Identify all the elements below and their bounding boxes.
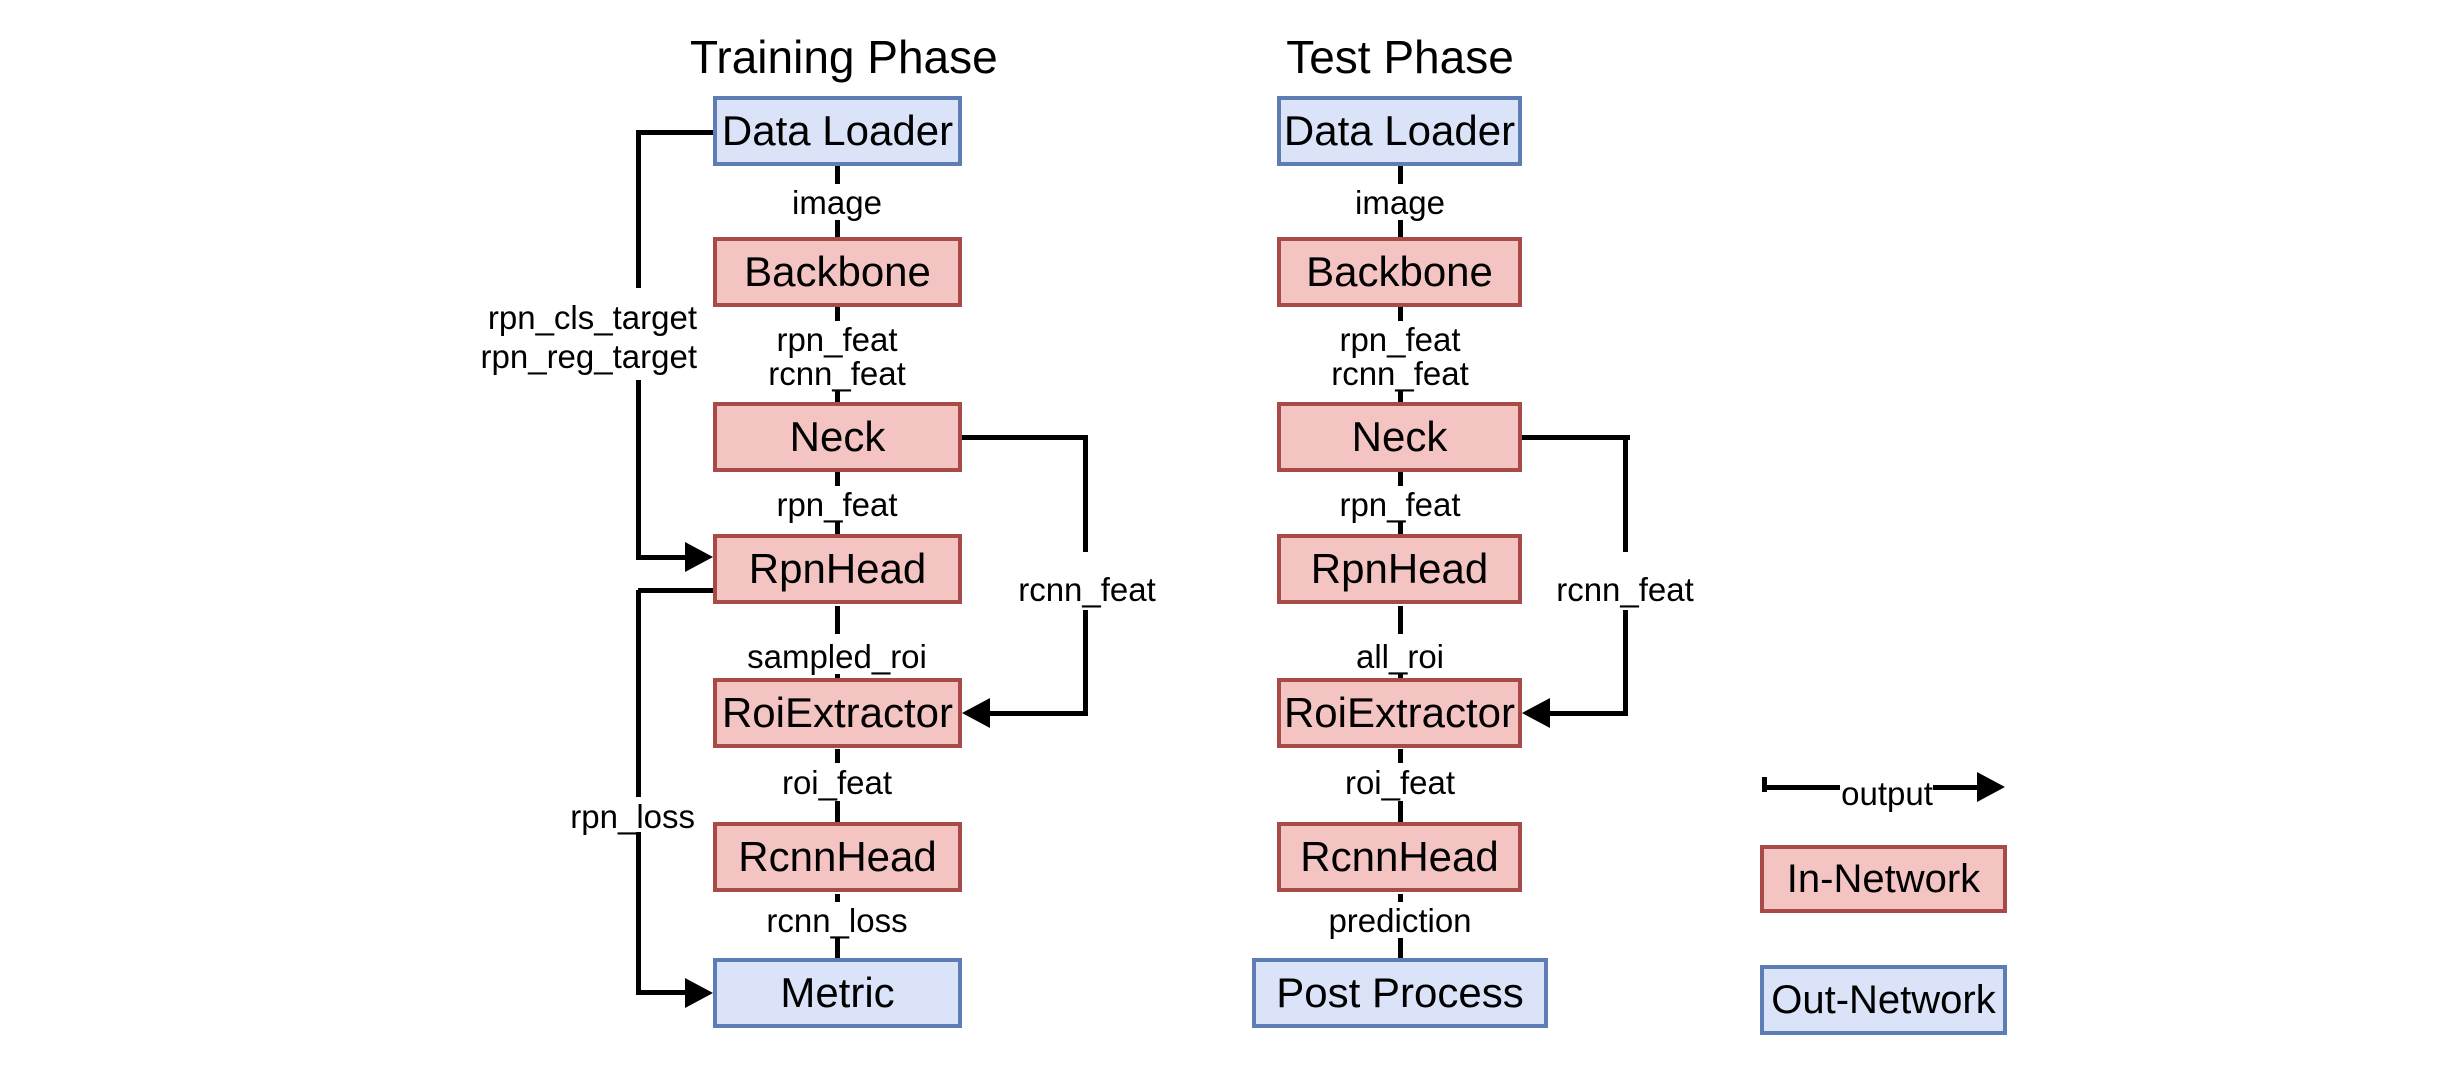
legend-in-network: In-Network bbox=[1760, 845, 2007, 913]
edge-label-roi-feat-training: roi_feat bbox=[781, 764, 893, 801]
side-label-rpn-cls-target: rpn_cls_target bbox=[487, 299, 697, 336]
edge-label-rpn-feat2-training: rpn_feat bbox=[776, 486, 898, 523]
node-rpn-head-test: RpnHead bbox=[1277, 534, 1522, 604]
connector-stub bbox=[835, 390, 840, 402]
legend-out-network: Out-Network bbox=[1760, 965, 2007, 1035]
connector-stub bbox=[1398, 749, 1403, 763]
edge-label-rpn-feat-test: rpn_feat bbox=[1339, 321, 1461, 358]
legend-output-label: output bbox=[1841, 775, 1933, 812]
side-label-rpn-reg-target: rpn_reg_target bbox=[480, 338, 697, 375]
connector-stub bbox=[835, 674, 840, 678]
edge-label-image-test: image bbox=[1355, 184, 1445, 221]
arrowhead-into-roi-extractor-test bbox=[1522, 698, 1550, 728]
connector-targets-line bbox=[636, 130, 641, 288]
connector-rcnn-feat-line-training bbox=[1083, 610, 1088, 716]
node-post-process-test: Post Process bbox=[1252, 958, 1548, 1028]
connector-stub bbox=[835, 220, 840, 237]
connector-rpn-loss-line bbox=[636, 832, 641, 995]
connector-rpn-loss-line bbox=[636, 590, 641, 797]
node-roi-extractor-test: RoiExtractor bbox=[1277, 678, 1522, 748]
connector-stub bbox=[835, 472, 840, 486]
edge-label-all-roi-test: all_roi bbox=[1355, 638, 1445, 675]
edge-label-roi-feat-test: roi_feat bbox=[1344, 764, 1456, 801]
connector-targets-line bbox=[636, 380, 641, 560]
node-data-loader-training: Data Loader bbox=[713, 96, 962, 166]
connector-targets-line bbox=[638, 130, 713, 135]
connector-stub bbox=[835, 749, 840, 763]
connector-stub bbox=[835, 166, 840, 184]
arrowhead-into-rpn-head bbox=[685, 542, 713, 572]
connector-stub bbox=[835, 894, 840, 902]
legend-arrow-line bbox=[1763, 785, 1840, 790]
connector-stub bbox=[1398, 166, 1403, 184]
edge-label-rpn-feat2-test: rpn_feat bbox=[1339, 486, 1461, 523]
node-backbone-test: Backbone bbox=[1277, 237, 1522, 307]
connector-stub bbox=[1398, 894, 1403, 902]
connector-stub bbox=[835, 521, 840, 534]
connector-stub bbox=[835, 606, 840, 634]
edge-label-rcnn-loss-training: rcnn_loss bbox=[766, 902, 908, 939]
edge-label-sampled-roi-training: sampled_roi bbox=[747, 638, 927, 675]
side-label-rpn-loss: rpn_loss bbox=[570, 798, 695, 835]
connector-stub bbox=[1398, 674, 1403, 678]
edge-label-prediction-test: prediction bbox=[1328, 902, 1472, 939]
connector-stub bbox=[1398, 220, 1403, 237]
side-label-rcnn-feat-test: rcnn_feat bbox=[1556, 571, 1694, 608]
node-neck-test: Neck bbox=[1277, 402, 1522, 472]
connector-stub bbox=[835, 801, 840, 822]
connector-stub bbox=[835, 307, 840, 321]
edge-label-rpn-feat-training: rpn_feat bbox=[776, 321, 898, 358]
connector-stub bbox=[1398, 390, 1403, 402]
node-neck-training: Neck bbox=[713, 402, 962, 472]
connector-stub bbox=[835, 938, 840, 958]
connector-rcnn-feat-line-training bbox=[1083, 435, 1088, 552]
connector-rcnn-feat-line-test bbox=[1549, 711, 1628, 716]
node-rcnn-head-training: RcnnHead bbox=[713, 822, 962, 892]
connector-rcnn-feat-line-training bbox=[962, 435, 1088, 440]
node-rcnn-head-test: RcnnHead bbox=[1277, 822, 1522, 892]
node-rpn-head-training: RpnHead bbox=[713, 534, 962, 604]
connector-rpn-loss-line bbox=[638, 588, 713, 593]
node-metric-training: Metric bbox=[713, 958, 962, 1028]
connector-rcnn-feat-line-test bbox=[1522, 435, 1630, 440]
legend-arrow-start-tick bbox=[1762, 777, 1767, 792]
edge-label-image-training: image bbox=[792, 184, 882, 221]
edge-label-rcnn-feat-training: rcnn_feat bbox=[768, 355, 906, 392]
connector-stub bbox=[1398, 472, 1403, 486]
arrowhead-into-metric bbox=[685, 978, 713, 1008]
connector-rcnn-feat-line-training bbox=[989, 711, 1088, 716]
connector-rcnn-feat-line-test bbox=[1623, 435, 1628, 552]
training-phase-title: Training Phase bbox=[690, 31, 998, 83]
connector-stub bbox=[1398, 801, 1403, 822]
arrowhead-into-roi-extractor-training bbox=[962, 698, 990, 728]
edge-label-rcnn-feat-test: rcnn_feat bbox=[1331, 355, 1469, 392]
node-data-loader-test: Data Loader bbox=[1277, 96, 1522, 166]
connector-targets-line bbox=[641, 555, 687, 560]
connector-stub bbox=[1398, 307, 1403, 321]
connector-stub bbox=[1398, 521, 1403, 534]
connector-rcnn-feat-line-test bbox=[1623, 610, 1628, 716]
node-roi-extractor-training: RoiExtractor bbox=[713, 678, 962, 748]
connector-rpn-loss-line bbox=[641, 990, 687, 995]
connector-stub bbox=[1398, 606, 1403, 634]
legend-arrowhead-icon bbox=[1977, 772, 2005, 802]
legend-arrow-line bbox=[1933, 785, 1979, 790]
test-phase-title: Test Phase bbox=[1286, 31, 1514, 83]
connector-stub bbox=[1398, 938, 1403, 958]
node-backbone-training: Backbone bbox=[713, 237, 962, 307]
side-label-rcnn-feat-training: rcnn_feat bbox=[1018, 571, 1156, 608]
